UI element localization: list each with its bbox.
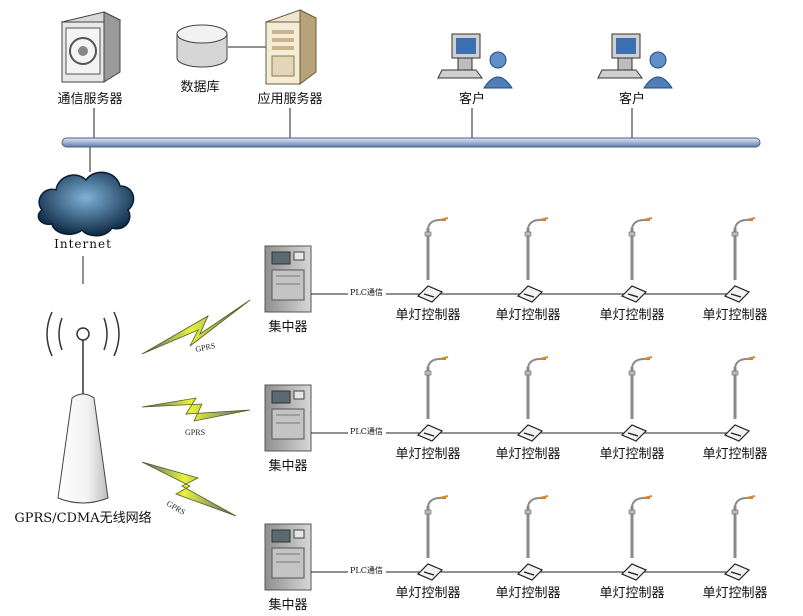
street-lamp-icon (731, 495, 756, 558)
wireless-network-label: GPRS/CDMA无线网络 (14, 510, 151, 526)
single-lamp-controller-icon (516, 424, 544, 442)
single-lamp-controller-label: 单灯控制器 (702, 447, 767, 462)
concentrator-cabinet-icon (264, 384, 312, 452)
internet-cloud-icon (37, 171, 135, 237)
street-lamp-icon (424, 495, 449, 558)
concentrator-rows: 集中器PLC通信单灯控制器单灯控制器单灯控制器单灯控制器集中器PLC通信单灯控制… (264, 217, 768, 613)
gprs-label-3: GPRS (165, 499, 187, 517)
street-lamp-icon (424, 217, 449, 280)
concentrator-cabinet-icon (264, 523, 312, 591)
concentrator-label: 集中器 (268, 458, 307, 474)
single-lamp-controller-label: 单灯控制器 (495, 586, 560, 601)
street-lamp-icon (424, 356, 449, 419)
single-lamp-controller-label: 单灯控制器 (395, 447, 460, 462)
single-lamp-controller-icon (723, 424, 751, 442)
network-bus (61, 137, 761, 148)
single-lamp-controller-icon (416, 285, 444, 303)
client-computer-icon (597, 33, 673, 89)
single-lamp-controller-icon (516, 285, 544, 303)
client-label-1: 客户 (459, 91, 485, 107)
plc-label: PLC通信 (350, 287, 383, 297)
single-lamp-controller-label: 单灯控制器 (395, 586, 460, 601)
gprs-label-2: GPRS (185, 428, 205, 437)
street-lamp-icon (628, 356, 653, 419)
app-server-icon (264, 9, 318, 85)
single-lamp-controller-icon (416, 424, 444, 442)
plc-label: PLC通信 (350, 426, 383, 436)
concentrator-label: 集中器 (268, 597, 307, 613)
street-lamp-icon (628, 495, 653, 558)
single-lamp-controller-label: 单灯控制器 (395, 308, 460, 323)
gprs-label-1: GPRS (195, 341, 216, 354)
database-icon (176, 24, 228, 68)
single-lamp-controller-icon (416, 563, 444, 581)
client-computer-icon (437, 33, 513, 89)
top-connectors (82, 46, 633, 284)
database-label: 数据库 (180, 79, 219, 95)
street-lamp-icon (731, 356, 756, 419)
street-lamp-icon (628, 217, 653, 280)
gprs-bolt-icon (141, 397, 251, 422)
single-lamp-controller-label: 单灯控制器 (495, 447, 560, 462)
comm-server-icon (60, 11, 122, 83)
single-lamp-controller-label: 单灯控制器 (599, 447, 664, 462)
internet-label: Internet (54, 237, 112, 251)
street-lamp-icon (524, 356, 549, 419)
single-lamp-controller-icon (516, 563, 544, 581)
single-lamp-controller-label: 单灯控制器 (599, 586, 664, 601)
single-lamp-controller-label: 单灯控制器 (702, 308, 767, 323)
gprs-bolt-icon (141, 299, 251, 355)
single-lamp-controller-icon (620, 563, 648, 581)
street-lamp-icon (524, 495, 549, 558)
app-server-label: 应用服务器 (257, 91, 322, 107)
client-label-2: 客户 (619, 91, 645, 107)
plc-label: PLC通信 (350, 565, 383, 575)
single-lamp-controller-icon (723, 563, 751, 581)
concentrator-label: 集中器 (268, 319, 307, 335)
single-lamp-controller-icon (723, 285, 751, 303)
street-lamp-icon (524, 217, 549, 280)
gprs-bolt-icon (141, 461, 237, 517)
single-lamp-controller-label: 单灯控制器 (495, 308, 560, 323)
single-lamp-controller-label: 单灯控制器 (599, 308, 664, 323)
concentrator-cabinet-icon (264, 245, 312, 313)
wireless-tower-icon (46, 311, 120, 504)
street-lamp-icon (731, 217, 756, 280)
comm-server-label: 通信服务器 (57, 91, 122, 107)
single-lamp-controller-icon (620, 285, 648, 303)
single-lamp-controller-icon (620, 424, 648, 442)
single-lamp-controller-label: 单灯控制器 (702, 586, 767, 601)
